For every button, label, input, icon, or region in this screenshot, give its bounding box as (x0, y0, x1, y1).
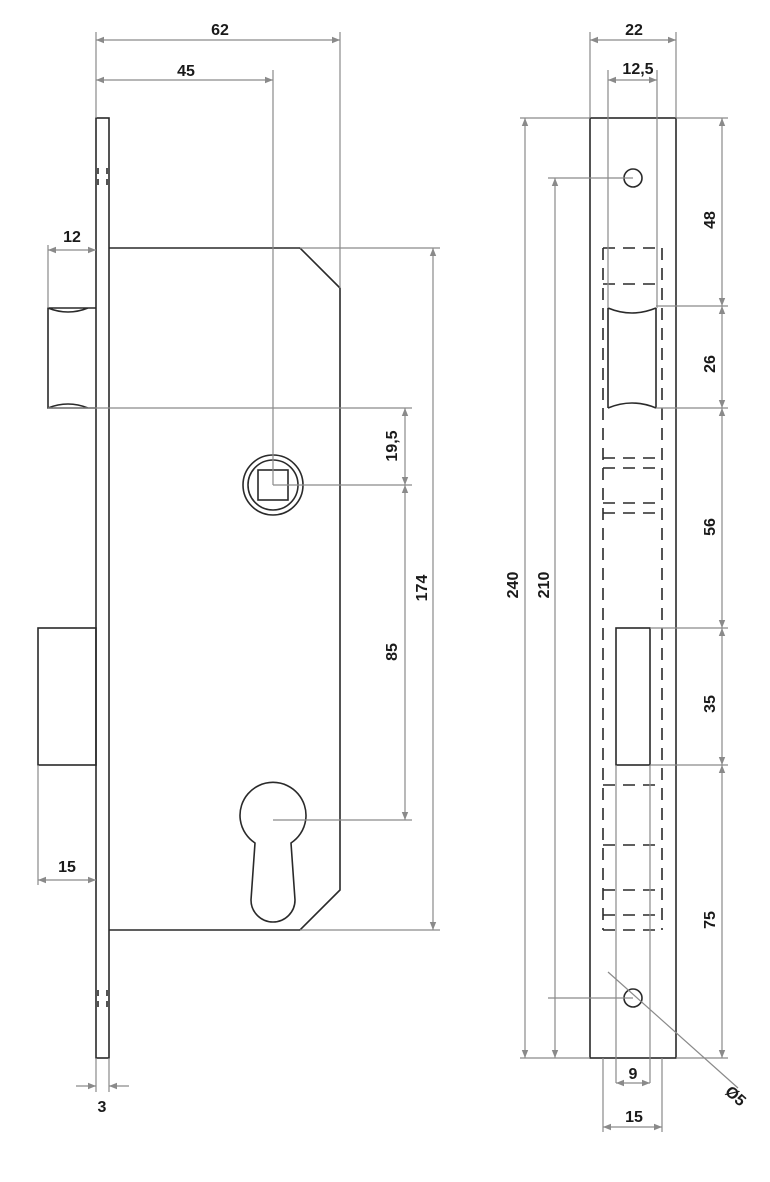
lock-case (109, 247, 341, 931)
dim-case-height: 174 (414, 575, 431, 602)
latch-bolt (47, 307, 96, 409)
dim-latch-projection: 12 (63, 229, 81, 246)
dim-seg-latch: 26 (702, 355, 719, 373)
dim-faceplate-length: 240 (505, 572, 522, 599)
dim-case-width: 15 (625, 1109, 643, 1126)
dim-seg-middle: 56 (702, 518, 719, 536)
front-view: 62 45 12 15 3 19,5 85 174 (37, 22, 440, 1116)
dim-bolt-width: 9 (629, 1066, 638, 1083)
latch-opening (607, 307, 657, 409)
faceplate (95, 117, 110, 1059)
dim-bolt-projection: 15 (58, 859, 76, 876)
dim-inner-width: 12,5 (622, 61, 653, 78)
dim-screw-spacing: 210 (536, 572, 553, 599)
dim-spindle-offset: 19,5 (384, 430, 401, 461)
dim-seg-top: 48 (702, 211, 719, 229)
cylinder-cutout (239, 781, 307, 923)
dim-center-distance: 85 (384, 643, 401, 661)
dim-seg-bottom: 75 (702, 911, 719, 929)
dead-bolt (37, 627, 97, 766)
dim-hole-diameter: Ø5 (721, 1083, 748, 1110)
dim-faceplate-width: 22 (625, 22, 643, 39)
dim-seg-bolt: 35 (702, 695, 719, 713)
bolt-opening (615, 627, 651, 766)
dim-backset: 45 (177, 63, 195, 80)
faceplate-front (589, 117, 677, 1059)
side-view: 22 12,5 240 210 48 26 56 35 75 9 15 Ø5 (505, 22, 749, 1132)
dim-faceplate-thickness: 3 (98, 1099, 107, 1116)
dim-width-total: 62 (211, 22, 229, 39)
